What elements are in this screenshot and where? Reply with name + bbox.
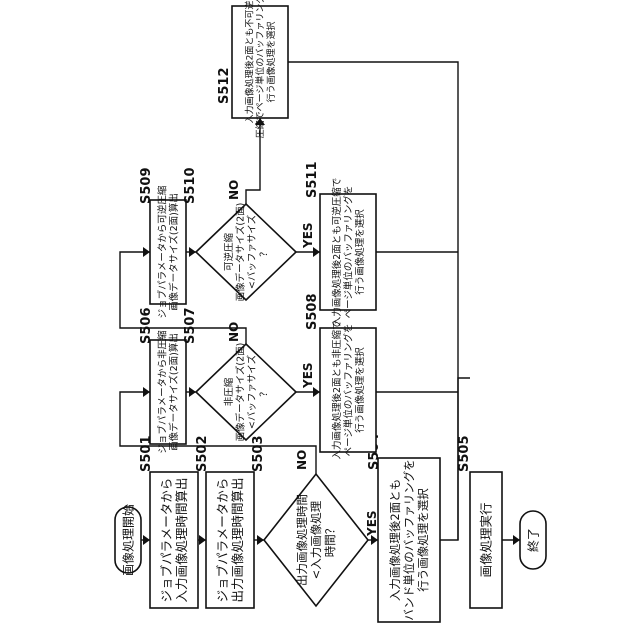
arrowhead-s507-yes	[313, 387, 320, 397]
process-text-s504-line-3: 行う画像処理を選択	[416, 488, 430, 592]
process-text-s506-line-1: ジョブパラメータから非圧縮	[157, 330, 169, 453]
process-text-s508-line-3: 行う画像処理を選択	[354, 347, 366, 433]
step-id-s511: S511	[305, 162, 320, 199]
decision-text-s503-line-3: 時間？	[323, 523, 337, 558]
arrowhead-s501-s502	[199, 535, 206, 545]
process-text-s508-line-2: ページ単位のバッファリングを	[342, 324, 354, 457]
step-id-s510: S510	[183, 168, 198, 205]
branch-no-s510: NO	[227, 180, 241, 200]
decision-text-s510-line-2: 画像データサイズ(2面)	[235, 203, 247, 302]
decision-text-s503-line-2: <入力画像処理	[309, 500, 323, 579]
decision-text-s507-line-4: ？	[259, 387, 270, 397]
arrowhead-s507-no	[143, 247, 150, 257]
decision-text-s507-line-1: 非圧縮	[223, 378, 235, 407]
arrowhead-start-s501	[143, 535, 150, 545]
process-text-s501-line-2: 入力画像処理時間算出	[174, 477, 189, 602]
branch-no-s503: NO	[295, 450, 309, 470]
branch-yes-s510: YES	[301, 222, 315, 249]
process-text-s512-line-1: 入力画像処理後2面とも不可逆	[243, 1, 255, 124]
process-text-s504-line-1: 入力画像処理後2面とも	[388, 479, 402, 601]
process-text-s505-line-1: 画像処理実行	[479, 502, 494, 577]
process-text-s501-line-1: ジョブパラメータから	[159, 478, 174, 603]
arrowhead-s503-yes	[371, 535, 378, 545]
decision-text-s503-line-1: 出力画像処理時間	[295, 494, 309, 586]
branch-yes-s507: YES	[301, 362, 315, 389]
process-text-s509-line-2: 画像データサイズ(2面)算出	[168, 193, 180, 311]
arrowhead-s510-yes	[313, 247, 320, 257]
decision-text-s510-line-3: <バッファサイズ	[246, 214, 258, 289]
step-id-s508: S508	[305, 294, 320, 331]
decision-text-s507-line-2: 画像データサイズ(2面)	[235, 343, 247, 442]
step-id-s503: S503	[251, 436, 266, 473]
arrowhead-s502-s503	[257, 535, 264, 545]
process-text-s508-line-1: 入力画像処理後2面とも非圧縮で	[331, 320, 343, 459]
step-id-s502: S502	[195, 436, 210, 473]
step-id-s505: S505	[457, 436, 472, 473]
start-terminal-label: 画像処理開始	[122, 504, 136, 576]
step-id-s512: S512	[217, 68, 232, 105]
branch-yes-s503: YES	[365, 510, 379, 537]
process-text-s504-line-2: バンド単位のバッファリングを	[402, 459, 416, 621]
process-text-s502-line-1: ジョブパラメータから	[215, 478, 230, 603]
decision-text-s510-line-4: ？	[259, 247, 270, 257]
step-id-s506: S506	[139, 308, 154, 345]
decision-text-s510-line-1: 可逆圧縮	[223, 233, 235, 271]
process-text-s511-line-1: 入力画像処理後2面とも可逆圧縮で	[331, 178, 343, 327]
process-text-s512-line-2: 圧縮でページ単位のバッファリングを	[254, 0, 266, 138]
arrowhead-s505-end	[513, 535, 520, 545]
process-text-s511-line-3: 行う画像処理を選択	[354, 209, 366, 295]
decision-text-s507-line-3: <バッファサイズ	[246, 354, 258, 429]
process-text-s502-line-2: 出力画像処理時間算出	[230, 477, 245, 602]
arrowhead-s503-no	[143, 387, 150, 397]
end-terminal-label: 終了	[526, 528, 541, 552]
process-text-s511-line-2: ページ単位のバッファリングを	[342, 186, 354, 319]
step-id-s507: S507	[183, 308, 198, 345]
process-text-s506-line-2: 画像データサイズ(2面)算出	[168, 333, 180, 451]
process-text-s512-line-3: 行う画像処理を選択	[265, 21, 277, 102]
step-id-s509: S509	[139, 168, 154, 205]
branch-no-s507: NO	[227, 322, 241, 342]
process-text-s509-line-1: ジョブパラメータから可逆圧縮	[157, 186, 169, 319]
